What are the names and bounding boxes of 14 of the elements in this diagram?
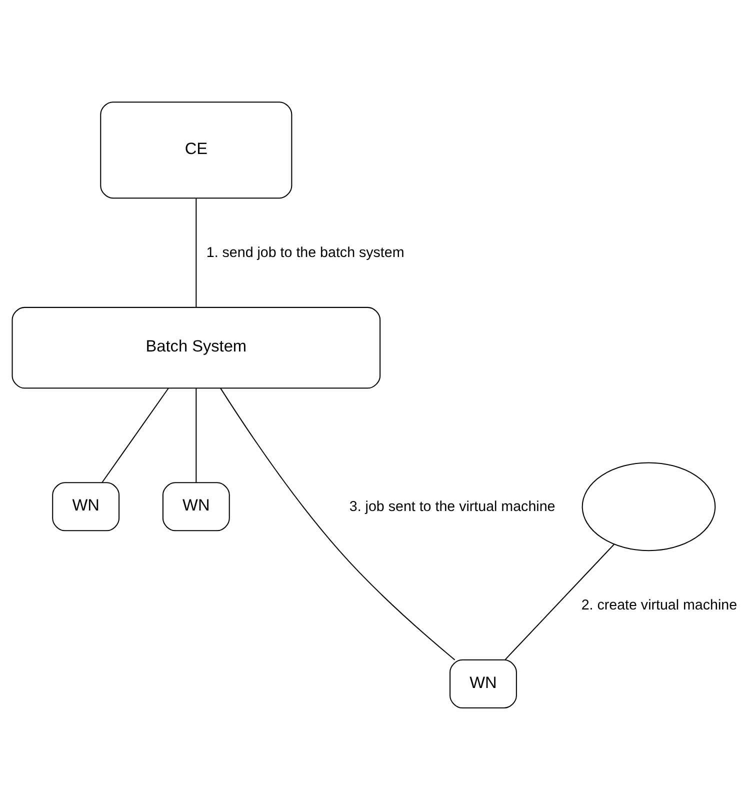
edge-label: 3. job sent to the virtual machine (349, 498, 556, 515)
node-cloud (582, 462, 716, 552)
connector (220, 388, 456, 660)
node-box: Batch System (12, 306, 381, 389)
edge-label: 1. send job to the batch system (206, 245, 404, 262)
connector (196, 198, 197, 308)
connector (196, 388, 197, 483)
node-box: WN (450, 659, 517, 708)
node-box: WN (52, 482, 120, 532)
node-box: CE (100, 102, 292, 199)
node-box: WN (162, 482, 230, 532)
connector (102, 388, 169, 483)
connector (504, 544, 614, 660)
edge-label: 2. create virtual machine (581, 598, 738, 614)
